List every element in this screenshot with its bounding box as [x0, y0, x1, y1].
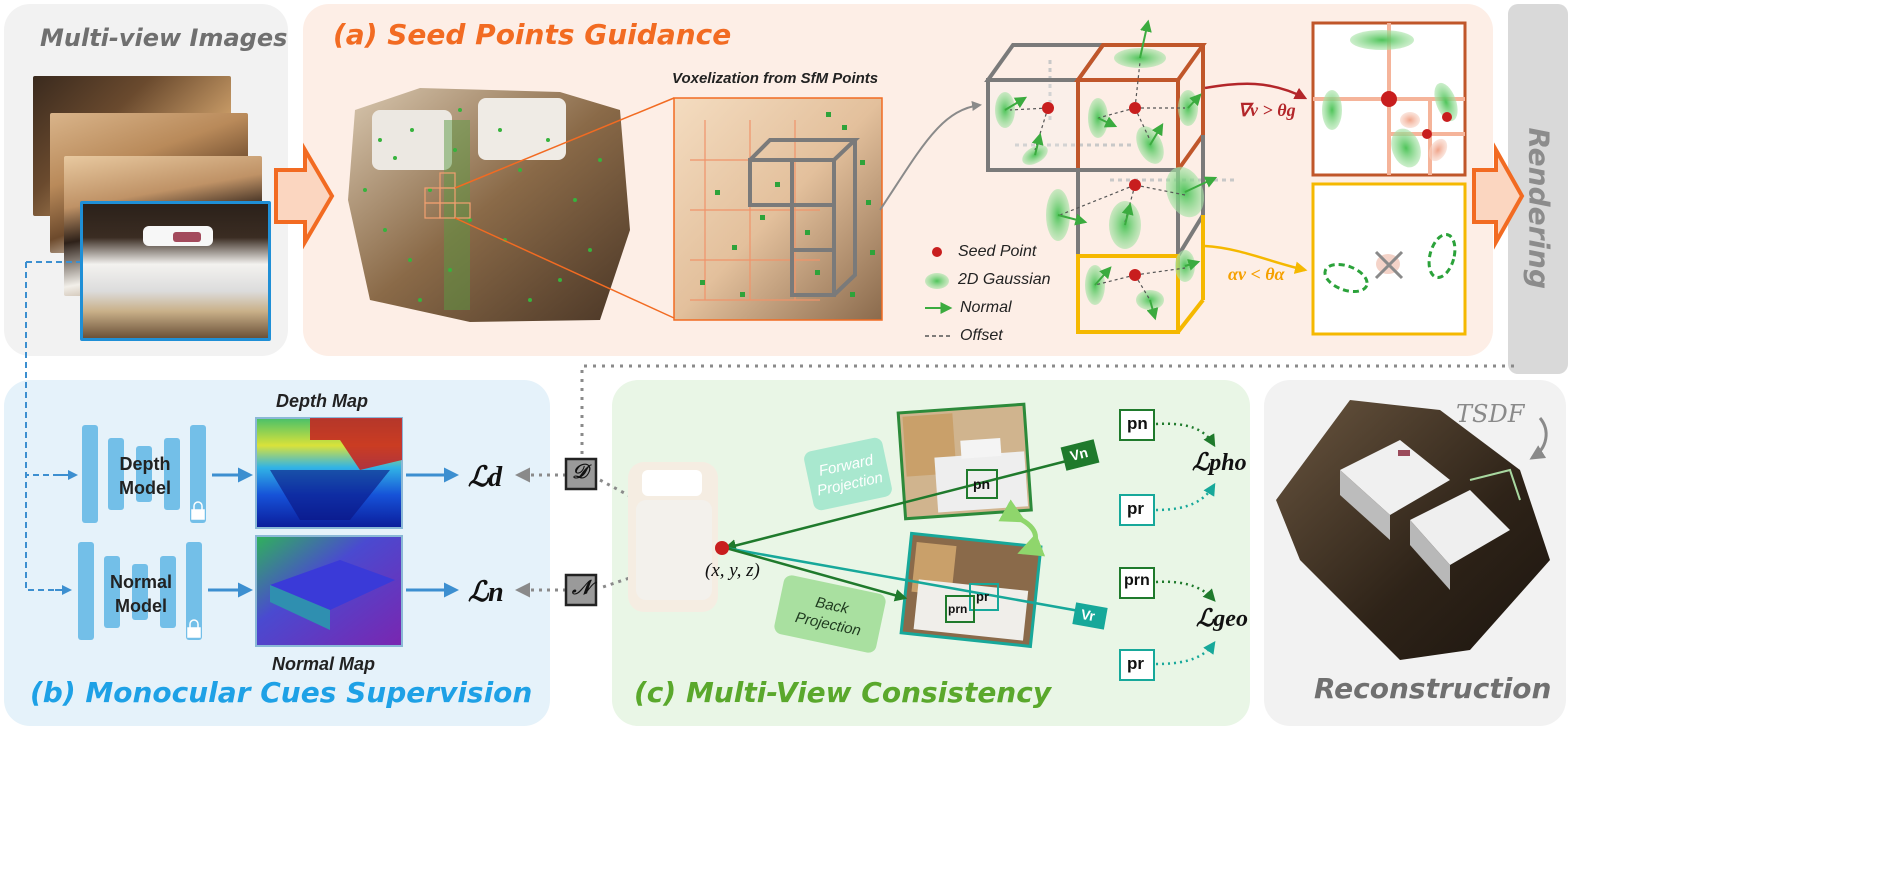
loss-depth: ℒd: [468, 462, 503, 493]
legend-seed-point: Seed Point: [958, 243, 1037, 260]
pr-box-1: pr: [1127, 499, 1144, 518]
pn-box-1: pn: [1127, 414, 1148, 433]
pn-on-image: pn: [973, 476, 991, 492]
grow-box: [1311, 21, 1467, 177]
depth-model-label: Depth Model: [119, 454, 171, 498]
normal-operator: 𝒩: [572, 577, 592, 599]
voxel-inset: [673, 97, 883, 321]
mvc-panel-title: (c) Multi-View Consistency: [634, 676, 1052, 709]
view-r-tag: Vr: [1079, 605, 1097, 625]
prune-arrow: [1204, 244, 1308, 274]
input-to-seed-arrow: [274, 142, 335, 250]
voxel-caption: Voxelization from SfM Points: [672, 70, 879, 87]
voxel-to-cubes-arrow: [879, 101, 982, 211]
input-panel-title: Multi-view Images: [40, 24, 288, 52]
mono-panel-title: (b) Monocular Cues Supervision: [30, 676, 533, 709]
recon-mesh: [1276, 400, 1550, 660]
prune-condition: αv < θα: [1228, 264, 1285, 284]
sfm-scene: [348, 88, 675, 322]
bed-cushion: [173, 232, 201, 242]
pr-box-2: pr: [1127, 654, 1144, 673]
lock-icon: [187, 501, 205, 638]
depth-operator: 𝒟: [572, 461, 588, 483]
pr-on-image: pr: [976, 589, 989, 604]
anchor-cubes: [984, 19, 1235, 334]
tsdf-arrow: [1529, 417, 1548, 460]
mono-pipeline: [25, 261, 713, 647]
seed-to-render-arrow: [1472, 142, 1525, 250]
legend-icons: [925, 247, 953, 337]
view-image-ref: [80, 201, 271, 341]
mvc-graphics: [628, 402, 1216, 681]
loss-geometric: ℒgeo: [1196, 606, 1248, 632]
tsdf-label: TSDF: [1456, 400, 1525, 428]
grow-condition: ∇v > θg: [1238, 100, 1296, 120]
prune-box: [1311, 182, 1467, 336]
depth-map-label: Depth Map: [276, 391, 368, 411]
recon-panel-title: Reconstruction: [1314, 672, 1552, 705]
legend-2d-gaussian: 2D Gaussian: [958, 271, 1051, 288]
point-label: (x, y, z): [705, 560, 760, 581]
seed-panel-title: (a) Seed Points Guidance: [333, 18, 732, 51]
legend-normal: Normal: [960, 299, 1012, 316]
grow-arrow: [1204, 82, 1308, 100]
normal-map-label: Normal Map: [272, 654, 376, 674]
prn-box: prn: [1124, 572, 1150, 589]
loss-photometric: ℒpho: [1192, 450, 1247, 476]
loss-normal: ℒn: [468, 577, 504, 608]
prn-on-image: prn: [948, 602, 968, 616]
legend-offset: Offset: [960, 327, 1003, 344]
normal-model-label: Normal Model: [109, 572, 172, 616]
